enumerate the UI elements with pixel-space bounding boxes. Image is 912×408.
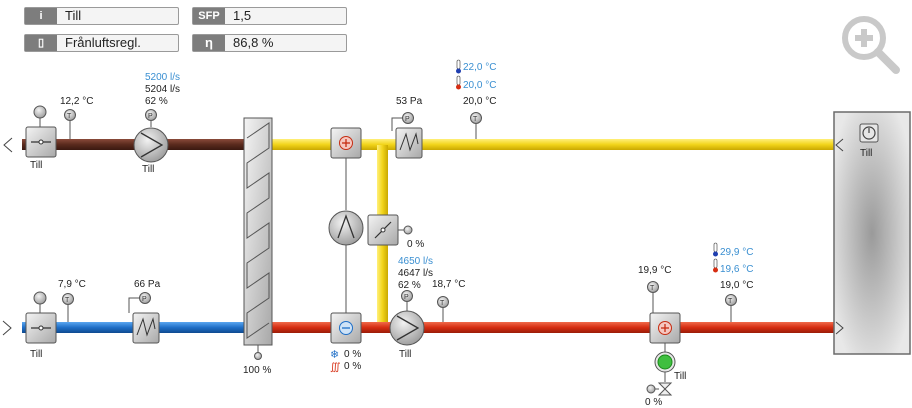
sfp-box: SFP 1,5 [192,7,347,25]
svg-text:T: T [65,297,70,304]
exhaust-fan-label: Till [142,164,154,175]
heat-exchanger-bypass: 0 % [407,239,424,250]
supply-temp-before-heater: 19,9 °C [638,265,671,276]
reheater-pump-label: Till [674,371,686,382]
sfp-value: 1,5 [233,8,252,23]
outdoor-inlet-arrow [2,320,12,336]
room-arrow-bottom [835,321,844,335]
room-arrow-top [835,138,844,152]
extract-heater-coil[interactable] [330,127,362,210]
svg-text:P: P [404,294,409,301]
supply-temp-after-fan: 18,7 °C [432,279,465,290]
exhaust-damper-label: Till [30,160,42,171]
exhaust-flow-actual: 5204 l/s [145,84,180,95]
outdoor-filter-pressure: 66 Pa [134,279,161,290]
svg-text:P: P [148,113,153,120]
thermometer-red-icon [456,75,461,90]
exhaust-temp: 12,2 °C [60,96,93,107]
snowflake-icon: ❄ [330,349,339,361]
heat-exchanger[interactable] [243,117,273,360]
supply-flow-actual: 4647 l/s [398,268,433,279]
room-box [833,111,911,355]
thermometer-blue-icon [456,59,461,74]
supply-thermometer-red-icon [713,258,718,273]
efficiency-label: η [193,35,225,51]
svg-text:T: T [67,113,72,120]
heating-output: 0 % [344,361,361,372]
outdoor-filter[interactable]: P [128,292,160,344]
reheater-pump[interactable] [654,351,676,382]
sfp-label: SFP [193,8,225,24]
svg-text:T: T [440,300,445,307]
reheater-coil[interactable] [649,312,681,352]
zoom-in-icon[interactable] [838,12,902,76]
heat-wave-icon: ∭ [330,362,341,373]
thermometer-icon: ▯ [25,35,57,51]
extract-setpoint-red: 20,0 °C [463,80,496,91]
compressor[interactable] [328,210,364,313]
exhaust-damper[interactable] [25,105,57,158]
cooling-coil[interactable] [330,312,362,344]
room-sensor-icon[interactable] [859,123,879,143]
supply-temp-out: 19,0 °C [720,280,753,291]
exhaust-fan-speed: 62 % [145,96,168,107]
extract-filter[interactable]: P [391,112,423,159]
extract-duct [272,139,834,150]
heat-exchanger-efficiency: 100 % [243,365,271,376]
exhaust-temp-sensor: T [64,109,76,139]
efficiency-box: η 86,8 % [192,34,347,52]
room-label: Till [860,148,872,159]
mode-box: i Till [24,7,179,25]
outdoor-damper[interactable] [25,291,57,344]
supply-duct [272,322,834,333]
reheater-valve-output: 0 % [645,397,662,408]
cooling-output: 0 % [344,349,361,360]
supply-temp-sensor: T [725,294,737,322]
supply-flow-setpoint: 4650 l/s [398,256,433,267]
svg-text:P: P [405,116,410,123]
outdoor-temp-sensor: T [62,293,74,322]
outdoor-temp: 7,9 °C [58,279,86,290]
svg-text:T: T [473,116,478,123]
reheater-temp-sensor: T [647,281,659,313]
reheater-valve[interactable] [646,382,673,396]
extract-temp-sensor: T [470,112,482,139]
outdoor-damper-label: Till [30,349,42,360]
info-icon: i [25,8,57,24]
supply-thermometer-blue-icon [713,242,718,257]
extract-temp: 20,0 °C [463,96,496,107]
control-value: Frånluftsregl. [65,35,141,50]
efficiency-value: 86,8 % [233,35,274,50]
exhaust-flow-setpoint: 5200 l/s [145,72,180,83]
extract-setpoint-blue: 22,0 °C [463,62,496,73]
mode-value: Till [65,8,82,23]
exhaust-fan[interactable]: P [133,109,169,163]
supply-fan[interactable]: P [389,290,425,346]
supply-fan-label: Till [399,349,411,360]
bypass-damper[interactable] [367,214,413,246]
control-box: ▯ Frånluftsregl. [24,34,179,52]
svg-text:T: T [728,298,733,305]
svg-text:P: P [142,296,147,303]
exhaust-outlet-arrow [3,137,13,153]
supply-fan-temp-sensor: T [437,296,449,322]
extract-filter-pressure: 53 Pa [396,96,423,107]
supply-setpoint-blue: 29,9 °C [720,247,753,258]
supply-setpoint-red: 19,6 °C [720,264,753,275]
supply-fan-speed: 62 % [398,280,421,291]
svg-text:T: T [650,285,655,292]
